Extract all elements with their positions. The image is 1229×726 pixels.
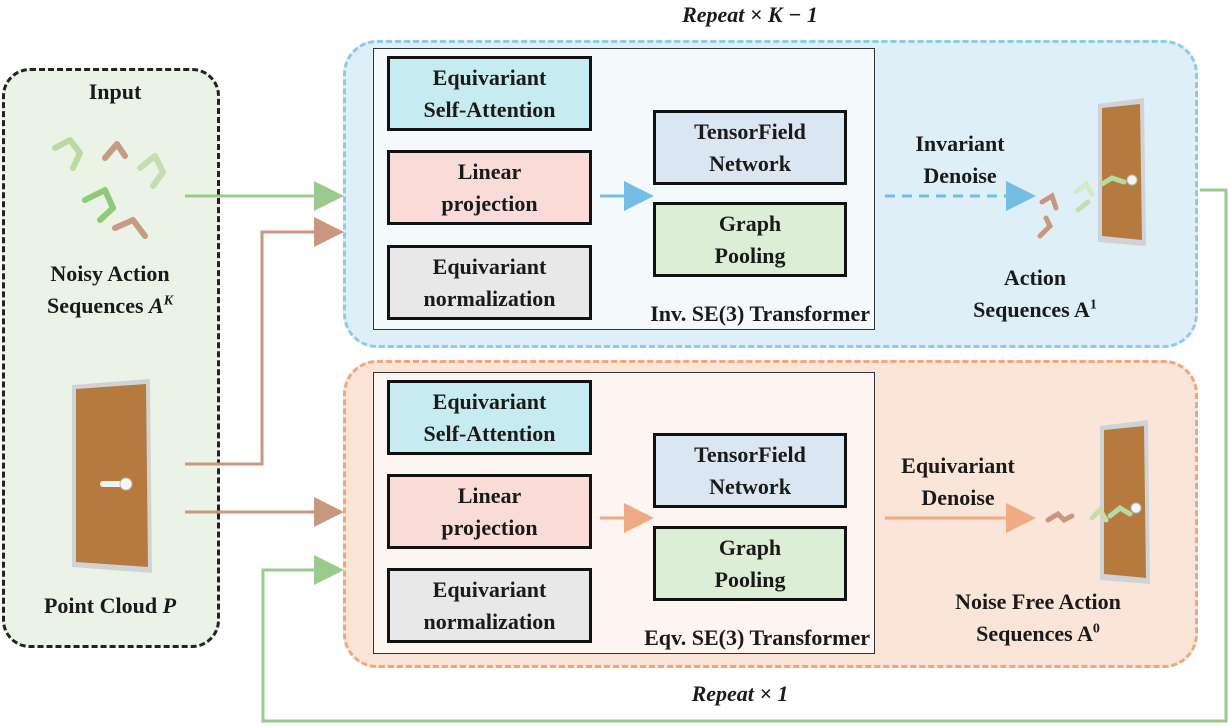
- eqv-output-line2-text: Sequences A: [976, 621, 1093, 646]
- invariant-denoise-label: Invariant Denoise: [880, 128, 1040, 192]
- eqv-norm-line1: Equivariant: [432, 576, 547, 602]
- inv-norm-line1: Equivariant: [432, 253, 547, 279]
- eqv-linear-line1: Linear: [457, 482, 522, 508]
- eqv-gp-line2: Pooling: [714, 566, 786, 592]
- inv-self-attention-line1: Equivariant: [432, 64, 547, 90]
- point-cloud-door-icon: [72, 379, 152, 573]
- eqv-output-line1: Noise Free Action: [955, 589, 1121, 614]
- eqv-tfn-line1: TensorField: [694, 441, 806, 467]
- eqv-tfn-line2: Network: [709, 473, 791, 499]
- eqv-norm-line2: normalization: [423, 608, 556, 634]
- eqv-self-attention-line1: Equivariant: [432, 388, 547, 414]
- inv-linear-line1: Linear: [457, 158, 522, 184]
- eqv-output-line2: Sequences A0: [918, 618, 1158, 650]
- noisy-action-sup: K: [163, 293, 174, 309]
- inv-normalization-block: Equivariant normalization: [387, 245, 592, 320]
- bottom-repeat-title: Repeat × 1: [691, 681, 789, 706]
- inv-output-line2: Sequences A1: [960, 294, 1110, 326]
- eqv-normalization-block: Equivariant normalization: [387, 568, 592, 643]
- noisy-action-line2: Sequences AK: [20, 290, 200, 322]
- inv-self-attention-block: Equivariant Self-Attention: [387, 56, 592, 131]
- eqv-self-attention-line2: Self-Attention: [423, 420, 556, 446]
- eqv-tensorfield-block: TensorField Network: [653, 433, 847, 508]
- noisy-action-line2-text: Sequences: [46, 293, 144, 318]
- inv-output-sup: 1: [1089, 297, 1097, 313]
- noisy-action-line1: Noisy Action: [50, 261, 170, 286]
- eqv-output-door-icon: [1045, 420, 1150, 584]
- eqv-linear-projection-block: Linear projection: [387, 474, 592, 549]
- inv-self-attention-line2: Self-Attention: [423, 96, 556, 122]
- inv-output-door-icon: [1037, 98, 1146, 246]
- point-cloud-symbol: P: [162, 593, 177, 618]
- invariant-denoise-line1: Invariant: [915, 131, 1005, 156]
- inv-linear-projection-block: Linear projection: [387, 150, 592, 225]
- point-cloud-label: Point Cloud P: [20, 590, 200, 622]
- inv-output-label: Action Sequences A1: [960, 262, 1110, 326]
- inv-tfn-line2: Network: [709, 150, 791, 176]
- inv-graph-pooling-block: Graph Pooling: [653, 202, 847, 277]
- eqv-transformer-label: Eqv. SE(3) Transformer: [644, 625, 870, 650]
- invariant-denoise-line2: Denoise: [923, 163, 997, 188]
- equivariant-denoise-label: Equivariant Denoise: [878, 450, 1038, 514]
- input-title: Input: [88, 79, 142, 104]
- equivariant-denoise-line1: Equivariant: [901, 453, 1015, 478]
- eqv-output-label: Noise Free Action Sequences A0: [918, 586, 1158, 650]
- eqv-graph-pooling-block: Graph Pooling: [653, 526, 847, 601]
- equivariant-denoise-line2: Denoise: [921, 485, 995, 510]
- inv-norm-line2: normalization: [423, 285, 556, 311]
- eqv-output-sup: 0: [1092, 621, 1100, 637]
- inv-tensorfield-block: TensorField Network: [653, 110, 847, 185]
- inv-linear-line2: projection: [441, 190, 538, 216]
- noisy-action-glyphs: [52, 137, 166, 239]
- noisy-action-label: Noisy Action Sequences AK: [20, 258, 200, 322]
- point-cloud-text: Point Cloud: [43, 593, 158, 618]
- input-region: [2, 68, 220, 648]
- noisy-action-symbol: A: [149, 293, 164, 318]
- inv-gp-line1: Graph: [718, 210, 782, 236]
- inv-output-line1: Action: [1003, 265, 1067, 290]
- top-repeat-title: Repeat × K − 1: [682, 2, 818, 27]
- eqv-self-attention-block: Equivariant Self-Attention: [387, 380, 592, 455]
- inv-output-line2-text: Sequences A: [973, 297, 1090, 322]
- eqv-linear-line2: projection: [441, 514, 538, 540]
- inv-transformer-label: Inv. SE(3) Transformer: [650, 301, 870, 326]
- eqv-gp-line1: Graph: [718, 534, 782, 560]
- inv-gp-line2: Pooling: [714, 242, 786, 268]
- inv-tfn-line1: TensorField: [694, 118, 806, 144]
